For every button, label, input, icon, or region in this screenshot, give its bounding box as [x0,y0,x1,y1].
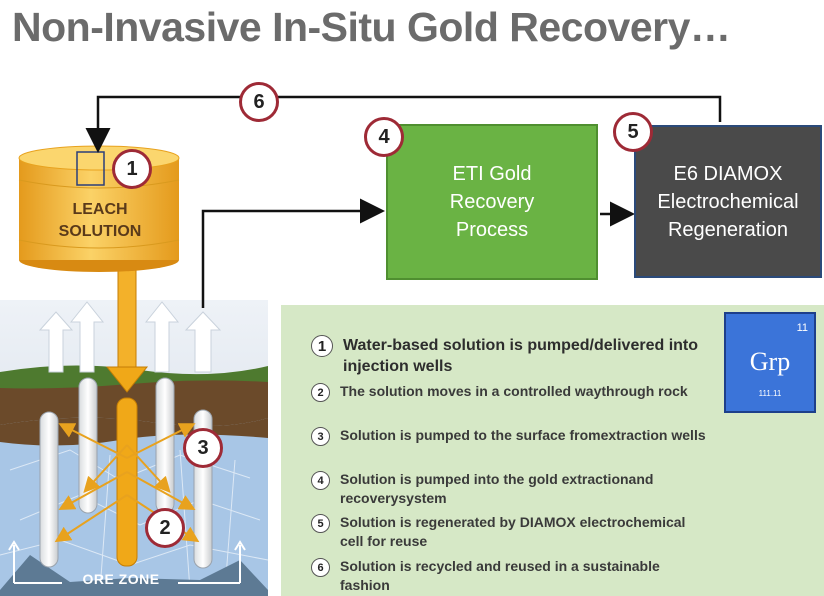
ore-zone-bracket [8,540,246,584]
legend-text: Water-based solution is pumped/delivered… [343,337,699,375]
legend-number: 4 [311,471,330,490]
step-marker-6: 6 [239,82,279,122]
legend-number: 1 [311,335,333,357]
legend-item: 3 Solution is pumped to the surface from… [311,426,711,446]
step-marker-1: 1 [112,149,152,189]
injection-well [105,261,149,567]
legend-number: 3 [311,427,330,446]
legend-item: 5 Solution is regenerated by DIAMOX elec… [311,513,711,551]
step-marker-3: 3 [183,428,223,468]
process-connectors [85,95,722,308]
legend-item: 4 Solution is pumped into the gold extra… [311,470,711,508]
legend-item: 1 Water-based solution is pumped/deliver… [311,335,711,377]
legend-number: 6 [311,558,330,577]
legend-text: Solution is recycled and reused in a sus… [340,558,660,593]
step-marker-4: 4 [364,117,404,157]
legend-number: 2 [311,383,330,402]
legend-item: 2 The solution moves in a controlled way… [311,382,711,402]
leach-solution-tank [18,145,180,272]
legend-text: The solution moves in a controlled wayth… [340,383,688,399]
eti-gold-recovery-box: ETI Gold Recovery Process [386,124,598,280]
legend-text: Solution is pumped to the surface fromex… [340,427,706,443]
flow-arrows [54,423,200,543]
element-symbol: Grp [749,347,791,376]
element-mass: 111.11 [758,389,782,398]
ore-zone-label: ORE ZONE [82,571,160,587]
element-number: 11 [796,322,808,334]
element-tile: 11 Grp 111.11 [724,312,816,413]
extraction-up-arrows [38,301,222,373]
legend-number: 5 [311,514,330,533]
legend-item: 6 Solution is recycled and reused in a s… [311,557,711,595]
page-title: Non-Invasive In-Situ Gold Recovery… [12,4,731,50]
step-marker-5: 5 [613,112,653,152]
tank-label: LEACH SOLUTION [58,201,142,240]
legend-text: Solution is regenerated by DIAMOX electr… [340,514,686,549]
diamox-regeneration-box: E6 DIAMOX Electrochemical Regeneration [634,125,822,278]
legend-text: Solution is pumped into the gold extract… [340,471,654,506]
step-marker-2: 2 [145,508,185,548]
